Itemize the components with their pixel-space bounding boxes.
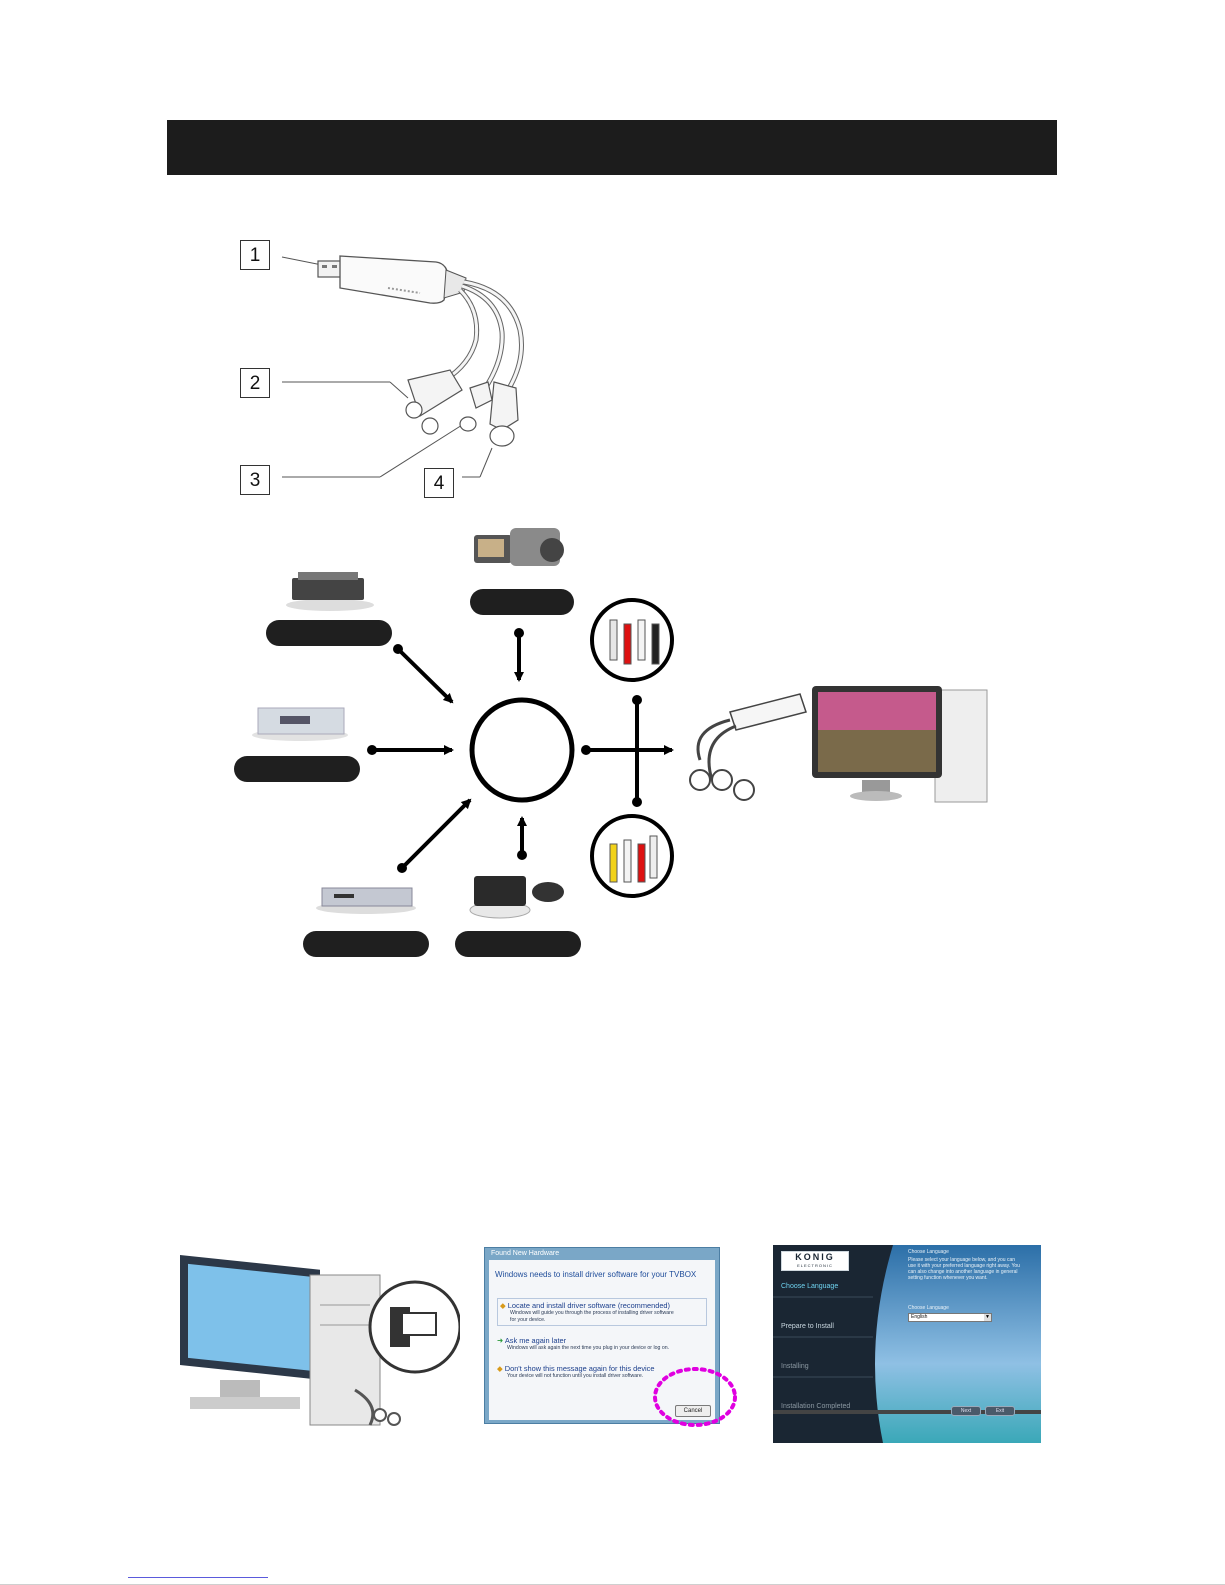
option-dont-show[interactable]: ◆ Don't show this message again for this… (497, 1364, 707, 1380)
panel-title: Choose Language (908, 1249, 949, 1255)
connection-diagram (252, 528, 988, 919)
step-installation-completed[interactable]: Installation Completed (781, 1403, 851, 1410)
callout-1: 1 (240, 240, 270, 270)
step-prepare-install[interactable]: Prepare to Install (781, 1323, 834, 1330)
hub-circle (469, 697, 575, 803)
cable-bottom-plugs (609, 835, 658, 883)
option-desc: Your device will not function until you … (507, 1373, 644, 1379)
game-console-image (469, 876, 564, 919)
option-desc: Windows will ask again the next time you… (507, 1345, 670, 1351)
next-button[interactable]: Next (951, 1406, 981, 1416)
panel-text-line: Please select your language below, and y… (908, 1257, 1016, 1263)
arrow-right-icon: ➜ (497, 1336, 504, 1345)
arrow-vcr (396, 647, 454, 704)
panel-text-line: use it with your preferred language righ… (908, 1263, 1020, 1269)
callout-3: 3 (240, 465, 270, 495)
svideo-audio-cable-circle (590, 598, 674, 682)
dvd-player-image (252, 707, 348, 741)
option-desc: for your device. (510, 1316, 546, 1323)
arrow-receiver (400, 798, 472, 870)
select-label: Choose Language (908, 1305, 949, 1311)
shield-icon: ◆ (500, 1301, 506, 1310)
vcr-image (286, 572, 374, 611)
usb-grabber-drawing (281, 255, 524, 478)
brand-logo-subtext: ELECTRONIC (797, 1263, 833, 1268)
label-dvd-player (234, 756, 360, 782)
option-locate-install[interactable]: ◆ Locate and install driver software (re… (497, 1298, 707, 1327)
exit-button-label: Exit (995, 1408, 1005, 1414)
label-game-console (455, 931, 581, 957)
brand-logo-text: KONIG (795, 1252, 835, 1262)
label-receiver (303, 931, 429, 957)
chevron-down-icon: ▼ (984, 1314, 991, 1321)
next-button-label: Next (960, 1408, 972, 1414)
cable-top-plugs (609, 619, 660, 665)
callout-2: 2 (240, 368, 270, 398)
installer-window: KONIG ELECTRONIC Choose Language Prepare… (773, 1245, 1041, 1443)
section-header-bar (167, 120, 1057, 175)
device-illustration (240, 240, 540, 500)
option-desc: Windows will guide you through the proce… (510, 1310, 674, 1316)
label-camcorder (470, 589, 574, 615)
receiver-image (316, 887, 416, 914)
step-installing[interactable]: Installing (781, 1363, 809, 1370)
computer-image (812, 686, 988, 803)
installer-background (773, 1245, 1041, 1443)
exit-button[interactable]: Exit (985, 1406, 1015, 1416)
cancel-highlight-circle (653, 1367, 737, 1427)
option-ask-later[interactable]: ➜ Ask me again later Windows will ask ag… (497, 1336, 707, 1352)
option-title: Ask me again later (504, 1336, 567, 1345)
callout-4: 4 (424, 468, 454, 498)
grabber-image (689, 693, 807, 801)
footer-link-underline (128, 1577, 268, 1578)
composite-cable-circle (590, 814, 674, 898)
panel-text-line: setting function whenever you want. (908, 1275, 988, 1281)
shield-icon: ◆ (497, 1364, 503, 1373)
brand-logo: KONIG ELECTRONIC (781, 1251, 849, 1271)
language-select-value: English (911, 1314, 928, 1320)
panel-text-line: can also change into another language in… (908, 1269, 1018, 1275)
camcorder-image (474, 528, 564, 566)
language-select[interactable]: English ▼ (908, 1313, 992, 1322)
option-title: Locate and install driver software (reco… (507, 1301, 671, 1310)
dialog-heading: Windows needs to install driver software… (495, 1270, 697, 1279)
found-new-hardware-dialog: Found New Hardware Windows needs to inst… (484, 1247, 720, 1424)
label-vcr (266, 620, 392, 646)
dialog-body: Windows needs to install driver software… (489, 1260, 715, 1420)
option-title: Don't show this message again for this d… (504, 1364, 655, 1373)
cancel-button[interactable]: Cancel (675, 1405, 711, 1417)
dialog-title: Found New Hardware (491, 1250, 560, 1257)
step-choose-language[interactable]: Choose Language (781, 1283, 839, 1290)
pc-usb-illustration (180, 1255, 460, 1426)
